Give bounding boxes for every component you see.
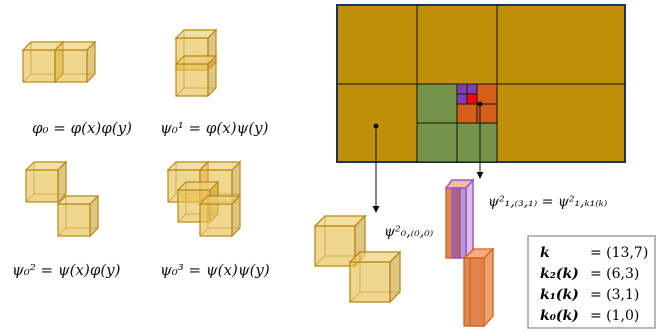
psi03-cubes <box>167 161 241 237</box>
legend-value-2: = (3,1) <box>590 287 639 303</box>
psi01-label: ψ₀¹ = φ(x)ψ(y) <box>160 119 269 137</box>
legend-key-1: k₂(k) <box>540 266 579 282</box>
psi-000-label: ψ²₀,₍₀,₀₎ <box>384 224 434 240</box>
psi01-cubes <box>175 29 217 97</box>
psi-131-boxes <box>444 178 495 328</box>
legend-key-3: k₀(k) <box>540 308 579 324</box>
phi0-cubes <box>22 41 96 83</box>
psi02-label: ψ₀² = ψ(x)φ(y) <box>12 261 121 279</box>
legend-key-0: k <box>540 245 550 261</box>
psi03-label: ψ₀³ = ψ(x)ψ(y) <box>160 261 270 279</box>
psi02-cubes <box>25 161 99 237</box>
legend-value-0: = (13,7) <box>590 245 648 261</box>
legend-value-3: = (1,0) <box>590 308 639 324</box>
psi-131-label: ψ²₁,₍₃,₁₎ = ψ²₁,ₖ₁₍ₖ₎ <box>488 194 608 210</box>
k-legend-box: k = (13,7) k₂(k) = (6,3) k₁(k) = (3,1) k₀(k) = … <box>527 235 656 329</box>
legend-key-2: k₁(k) <box>540 287 579 303</box>
legend-value-1: = (6,3) <box>590 266 639 282</box>
multiresolution-grid <box>336 4 626 163</box>
phi0-label: φ₀ = φ(x)φ(y) <box>32 119 132 137</box>
